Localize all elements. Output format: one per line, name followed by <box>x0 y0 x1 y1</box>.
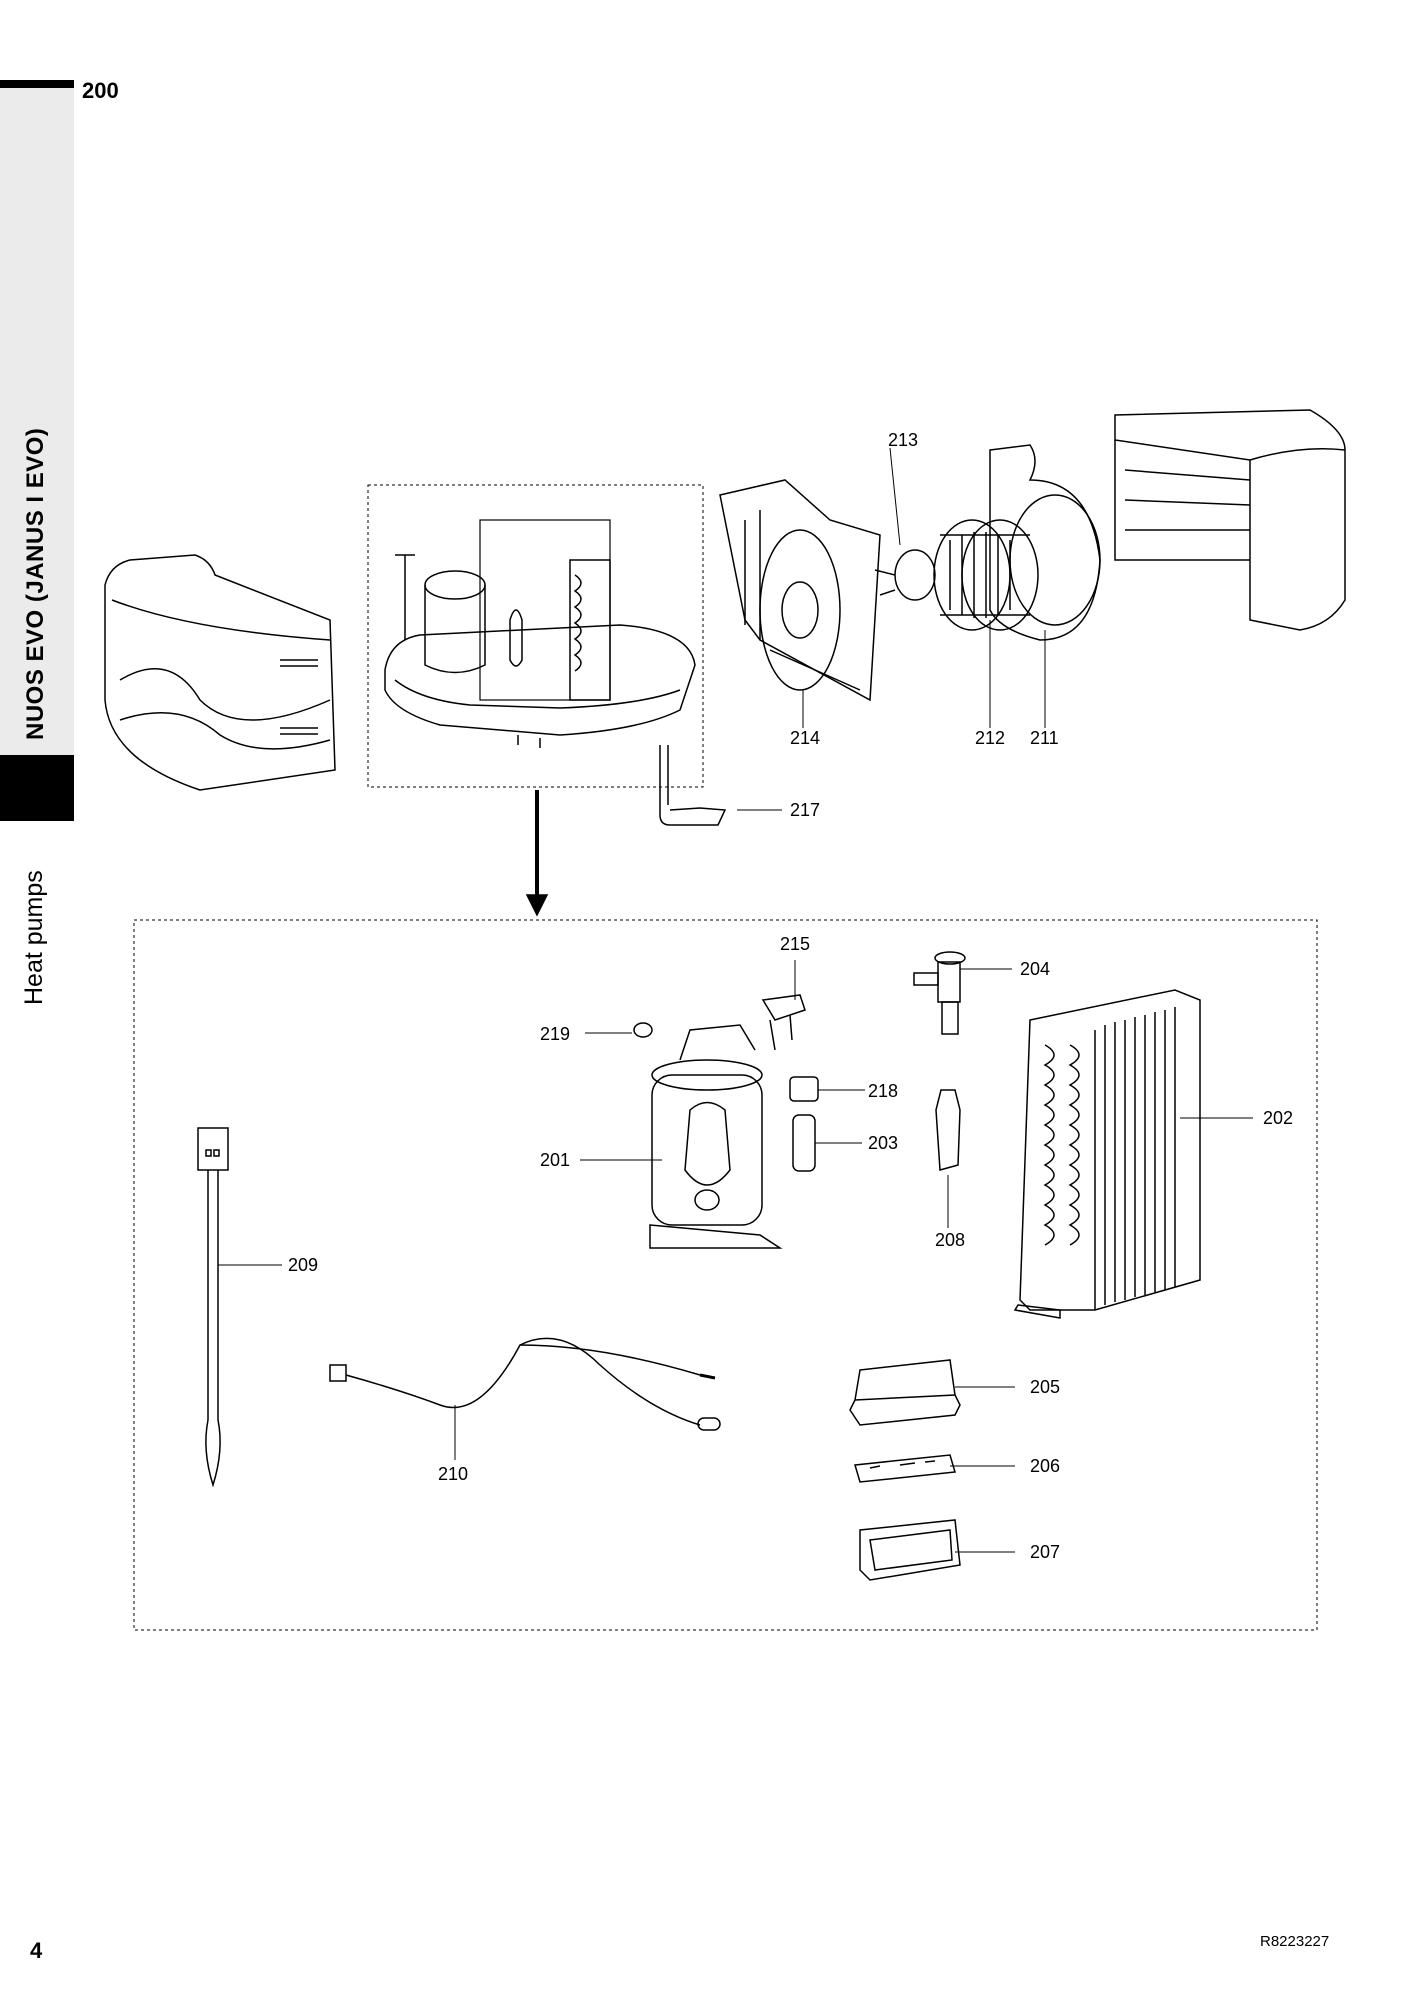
callout-212: 212 <box>975 728 1005 748</box>
callout-214: 214 <box>790 728 820 748</box>
base-assembly-illustration <box>384 519 727 826</box>
rear-cover-illustration <box>1114 409 1346 631</box>
sidebar-marker <box>0 755 74 821</box>
callout-218: 218 <box>868 1081 898 1101</box>
callout-202: 202 <box>1263 1108 1293 1128</box>
callout-208: 208 <box>935 1230 965 1250</box>
filter-208-illustration <box>935 1089 961 1228</box>
callout-210: 210 <box>438 1464 468 1484</box>
assembly-arrow <box>525 790 549 917</box>
valve-204-illustration <box>913 951 1012 1035</box>
callout-207: 207 <box>1030 1542 1060 1562</box>
fan-shroud-illustration <box>719 479 881 728</box>
callout-204: 204 <box>1020 959 1050 979</box>
callout-205: 205 <box>1030 1377 1060 1397</box>
document-code: R8223227 <box>1260 1933 1330 1950</box>
compressor-201-illustration <box>580 1024 783 1249</box>
page-number: 4 <box>30 1938 43 1963</box>
sidebar-band <box>0 80 74 760</box>
callout-201: 201 <box>540 1150 570 1170</box>
sensor-cable-210-illustration <box>329 1337 721 1460</box>
callout-215: 215 <box>780 934 810 954</box>
electrical-box-cover-205-illustration <box>849 1359 1015 1426</box>
fan-motor-illustration <box>874 447 936 601</box>
part-218-illustration <box>789 1076 865 1102</box>
section-number: 200 <box>82 78 119 103</box>
capacitor-203-illustration <box>792 1114 862 1172</box>
probe-209-illustration <box>197 1127 282 1488</box>
blower-housing-illustration <box>989 444 1101 728</box>
top-rule <box>0 80 74 88</box>
heat-exchanger-202-illustration <box>1013 989 1253 1319</box>
impeller-illustration <box>933 519 1039 728</box>
callout-213: 213 <box>888 430 918 450</box>
components-frame <box>133 919 1318 1631</box>
callout-219: 219 <box>540 1024 570 1044</box>
electrical-box-base-207-illustration <box>859 1519 1015 1581</box>
callout-217: 217 <box>790 800 820 820</box>
base-assembly-frame <box>367 484 704 788</box>
callout-211: 211 <box>1030 728 1059 748</box>
pcb-206-illustration <box>854 1454 1015 1483</box>
side-cover-left-illustration <box>104 554 336 791</box>
callout-203: 203 <box>868 1133 898 1153</box>
valve-215-illustration <box>761 960 806 1051</box>
callout-209: 209 <box>288 1255 318 1275</box>
callout-206: 206 <box>1030 1456 1060 1476</box>
part-219-illustration <box>585 1022 653 1038</box>
